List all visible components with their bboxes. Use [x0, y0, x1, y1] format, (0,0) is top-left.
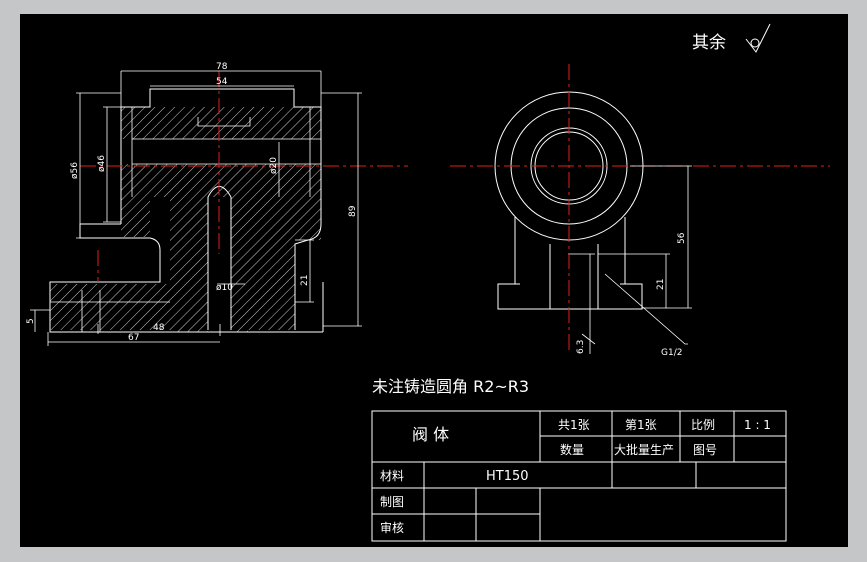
- dim-21-right: 21: [656, 279, 666, 290]
- sheets-total: 共1张: [558, 418, 590, 432]
- roughness-symbol-icon: [745, 23, 771, 53]
- production-type: 大批量生产: [614, 442, 674, 457]
- dim-89: 89: [348, 205, 358, 217]
- dimension-lines-right: [581, 165, 692, 354]
- title-block: [371, 410, 787, 542]
- material-label: 材料: [380, 469, 404, 483]
- thread-g1-2: G1/2: [661, 348, 682, 358]
- quantity-label: 数量: [560, 442, 584, 457]
- dim-67: 67: [128, 333, 139, 343]
- scale-value: 1 : 1: [744, 418, 771, 432]
- material-value: HT150: [486, 469, 529, 484]
- center-lines-right: [450, 64, 830, 354]
- dim-phi56: ø56: [70, 162, 80, 179]
- dim-phi10: ø10: [216, 283, 233, 293]
- surface-roughness-note: 其余: [692, 33, 726, 53]
- dim-78: 78: [216, 62, 228, 72]
- dim-phi46: ø46: [97, 155, 107, 172]
- dim-54: 54: [216, 77, 228, 87]
- cad-drawing: 其余: [26, 23, 830, 542]
- drawn-by-label: 制图: [380, 495, 404, 509]
- dim-phi20: ø20: [269, 157, 279, 174]
- dim-21-left: 21: [300, 275, 310, 286]
- checked-by-label: 审核: [380, 520, 404, 535]
- scale-label: 比例: [691, 418, 715, 432]
- dim-5: 5: [26, 318, 36, 324]
- cad-drawing-frame: 其余: [20, 14, 848, 547]
- dim-48: 48: [153, 323, 165, 333]
- fillet-note: 未注铸造圆角 R2~R3: [372, 377, 529, 396]
- dim-56-right: 56: [677, 232, 687, 244]
- dimension-lines-left: [30, 70, 362, 346]
- dim-6-3: 6.3: [576, 340, 586, 354]
- part-name: 阀 体: [412, 425, 449, 444]
- drawing-number-label: 图号: [693, 443, 717, 457]
- side-view: [494, 91, 688, 345]
- section-view: [49, 88, 324, 333]
- center-lines-left: [80, 71, 408, 282]
- sheet-number: 第1张: [625, 418, 657, 432]
